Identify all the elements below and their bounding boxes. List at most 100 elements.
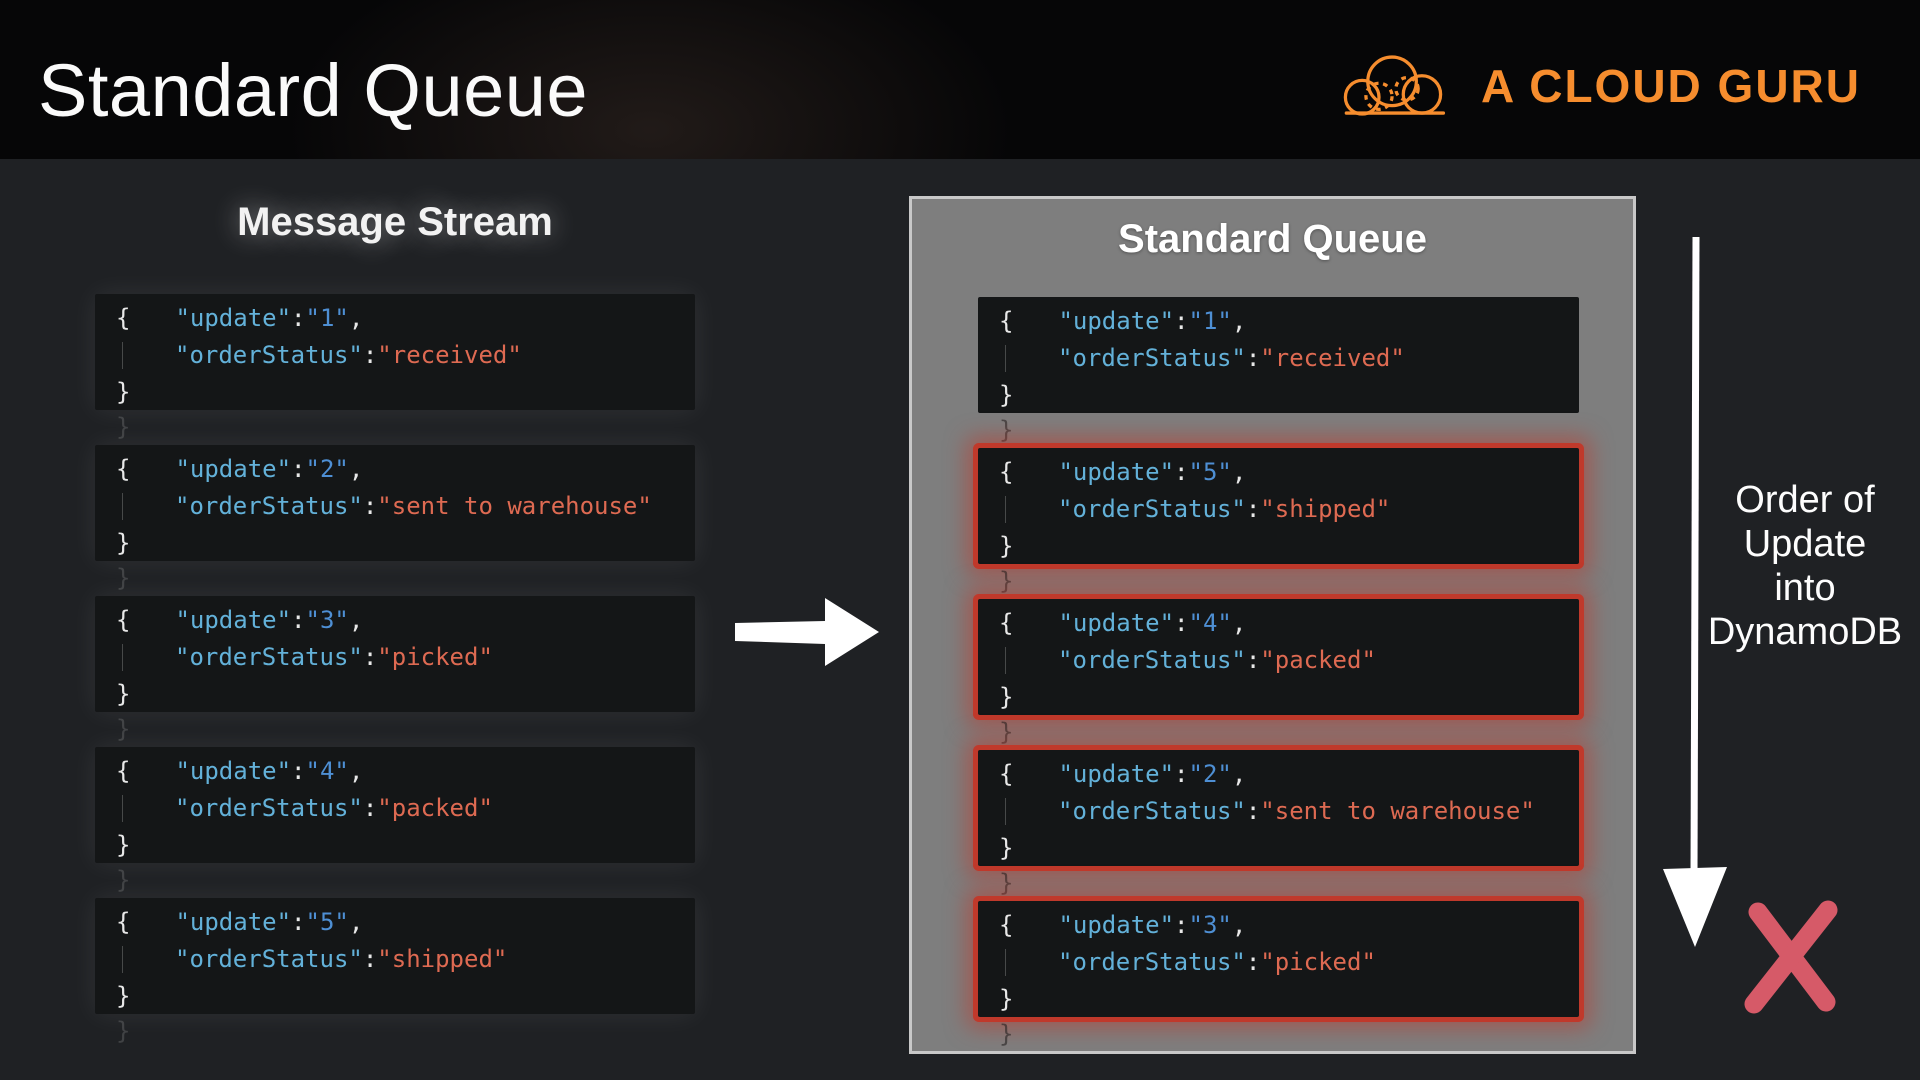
- code-line: }: [116, 827, 695, 864]
- code-key-orderstatus: "orderStatus": [1058, 646, 1246, 674]
- ghost-brace: }: [116, 1017, 131, 1045]
- code-brace-close: }: [116, 529, 131, 557]
- order-annotation: Order of Update into DynamoDB: [1705, 478, 1905, 654]
- code-brace-open: {: [116, 757, 131, 785]
- code-line: }: [116, 525, 695, 562]
- message-card: {"update":"1","orderStatus":"received"}: [978, 297, 1579, 413]
- cloud-icon: [1343, 55, 1445, 116]
- code-colon: :: [291, 606, 306, 634]
- code-line: }: [116, 978, 695, 1015]
- code-colon: :: [291, 304, 306, 332]
- code-line: }: [116, 676, 695, 713]
- slide-title: Standard Queue: [38, 49, 589, 132]
- code-brace-open: {: [116, 606, 131, 634]
- ghost-brace: }: [999, 416, 1014, 444]
- code-brace-open: {: [116, 455, 131, 483]
- standard-queue-panel: Standard Queue {"update":"1","orderStatu…: [909, 196, 1636, 1054]
- code-update-value: "2": [1188, 760, 1232, 788]
- code-key-orderstatus: "orderStatus": [1058, 344, 1246, 372]
- code-comma: ,: [348, 908, 364, 936]
- code-colon: :: [1245, 948, 1261, 976]
- message-stream-title: Message Stream: [237, 200, 553, 244]
- code-status-value: "received": [377, 341, 522, 369]
- code-brace-open: {: [116, 304, 131, 332]
- code-key-orderstatus: "orderStatus": [1058, 948, 1246, 976]
- code-update-value: "3": [305, 606, 349, 634]
- code-colon: :: [1245, 495, 1261, 523]
- code-line: }: [999, 528, 1579, 565]
- code-status-value: "sent to warehouse": [377, 492, 652, 520]
- code-colon: :: [362, 945, 378, 973]
- code-line: "orderStatus":"received": [116, 337, 695, 374]
- message-card-wrap: {"update":"1","orderStatus":"received"}}: [978, 297, 1579, 444]
- code-line: "orderStatus":"received": [999, 340, 1579, 377]
- code-brace-open: {: [999, 760, 1014, 788]
- code-key-update: "update": [1058, 760, 1175, 788]
- code-comma: ,: [1231, 760, 1247, 788]
- code-key-update: "update": [175, 757, 292, 785]
- code-colon: :: [1245, 797, 1261, 825]
- code-line: }: [999, 377, 1579, 414]
- code-colon: :: [1174, 911, 1189, 939]
- code-colon: :: [1174, 307, 1189, 335]
- code-line: "orderStatus":"shipped": [116, 941, 695, 978]
- code-status-value: "shipped": [1260, 495, 1391, 523]
- right-arrow-icon: [735, 598, 879, 666]
- code-line: }: [999, 679, 1579, 716]
- acg-logo: A CLOUD GURU: [1323, 36, 1861, 136]
- code-line: {"update":"3",: [999, 907, 1579, 944]
- code-line: {"update":"3",: [116, 602, 695, 639]
- code-colon: :: [362, 794, 378, 822]
- code-brace-open: {: [999, 911, 1014, 939]
- message-card-wrap: {"update":"2","orderStatus":"sent to war…: [95, 445, 695, 592]
- code-brace-close: }: [999, 381, 1014, 409]
- code-line: {"update":"5",: [999, 454, 1579, 491]
- code-line: "orderStatus":"picked": [116, 639, 695, 676]
- standard-queue-title: Standard Queue: [1118, 217, 1427, 261]
- standard-queue-list: {"update":"1","orderStatus":"received"}}…: [978, 297, 1579, 1051]
- code-line: }: [116, 374, 695, 411]
- code-line: "orderStatus":"shipped": [999, 491, 1579, 528]
- code-key-orderstatus: "orderStatus": [175, 341, 363, 369]
- message-card: {"update":"2","orderStatus":"sent to war…: [978, 750, 1579, 866]
- code-line: {"update":"1",: [116, 300, 695, 337]
- annotation-line: Order of: [1735, 479, 1875, 521]
- code-line: }: [999, 981, 1579, 1018]
- message-card: {"update":"4","orderStatus":"packed"}: [978, 599, 1579, 715]
- code-status-value: "shipped": [377, 945, 508, 973]
- code-line: {"update":"2",: [999, 756, 1579, 793]
- code-line: "orderStatus":"picked": [999, 944, 1579, 981]
- code-brace-close: }: [999, 532, 1014, 560]
- code-comma: ,: [1231, 458, 1247, 486]
- code-brace-close: }: [999, 683, 1014, 711]
- message-card: {"update":"3","orderStatus":"picked"}: [95, 596, 695, 712]
- code-comma: ,: [1231, 307, 1247, 335]
- message-card-wrap: {"update":"4","orderStatus":"packed"}}: [978, 599, 1579, 746]
- ghost-brace: }: [999, 1020, 1014, 1048]
- code-brace-close: }: [116, 680, 131, 708]
- code-update-value: "2": [305, 455, 349, 483]
- code-line: {"update":"2",: [116, 451, 695, 488]
- code-key-orderstatus: "orderStatus": [175, 794, 363, 822]
- code-brace-close: }: [999, 985, 1014, 1013]
- code-comma: ,: [1231, 911, 1247, 939]
- message-card-wrap: {"update":"1","orderStatus":"received"}}: [95, 294, 695, 441]
- message-card-wrap: {"update":"5","orderStatus":"shipped"}}: [95, 898, 695, 1045]
- code-brace-open: {: [999, 458, 1014, 486]
- code-update-value: "5": [305, 908, 349, 936]
- code-line: {"update":"1",: [999, 303, 1579, 340]
- down-arrow-icon: [1663, 236, 1727, 947]
- code-line: {"update":"4",: [999, 605, 1579, 642]
- code-colon: :: [362, 341, 378, 369]
- code-status-value: "picked": [1260, 948, 1376, 976]
- code-key-update: "update": [175, 304, 292, 332]
- code-colon: :: [1245, 646, 1261, 674]
- code-line: "orderStatus":"sent to warehouse": [116, 488, 695, 525]
- code-line: "orderStatus":"packed": [999, 642, 1579, 679]
- annotation-line: DynamoDB: [1707, 611, 1903, 653]
- message-card: {"update":"2","orderStatus":"sent to war…: [95, 445, 695, 561]
- code-key-orderstatus: "orderStatus": [1058, 495, 1246, 523]
- ghost-brace: }: [116, 715, 131, 743]
- code-update-value: "1": [1188, 307, 1232, 335]
- code-key-update: "update": [175, 455, 292, 483]
